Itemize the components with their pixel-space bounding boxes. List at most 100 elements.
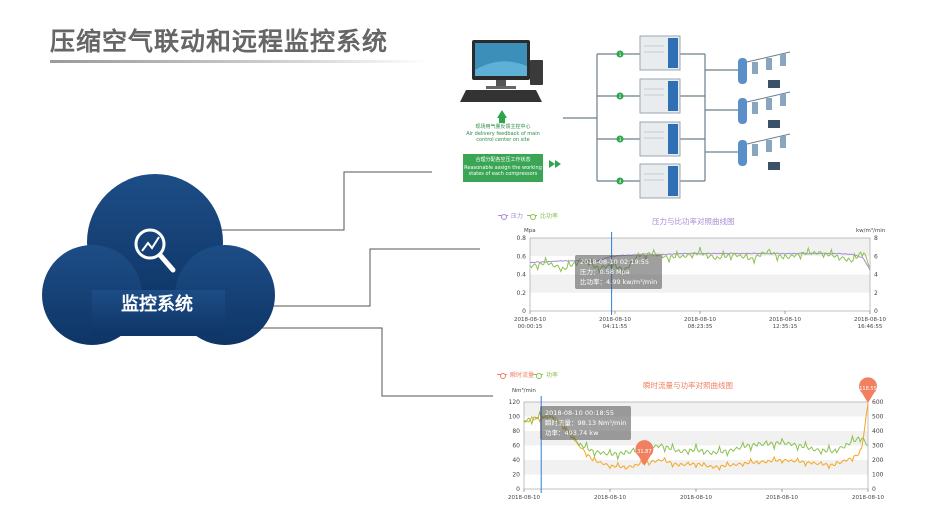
control-center-caption-cn: 现场用气量反馈主控中心 bbox=[475, 124, 531, 130]
value-marker-pin bbox=[859, 377, 877, 404]
control-center-caption-en-2: control center on site bbox=[476, 137, 530, 143]
compressor-number: 2 bbox=[619, 94, 622, 100]
y-tick-left: 0.2 bbox=[516, 290, 526, 297]
grid-band bbox=[530, 292, 870, 311]
y-tick-left: 40 bbox=[512, 457, 520, 464]
monitor-icon bbox=[460, 40, 543, 102]
allocation-caption-en-1: Reasonable assign the working bbox=[464, 165, 542, 171]
compressor-icon bbox=[639, 121, 681, 157]
x-tick-label: 2018-08-10 bbox=[769, 317, 801, 323]
allocation-panel bbox=[463, 154, 543, 182]
value-marker-label: 118.55 bbox=[859, 386, 877, 392]
chart2-tooltip: 2018-08-10 00:18:55 瞬时流量：98.13 Nm³/min 功… bbox=[540, 406, 632, 440]
y-tick-right: 300 bbox=[872, 443, 884, 450]
chart1-ylabel-right: kw/m³/min bbox=[856, 228, 886, 234]
compressor-icon bbox=[639, 163, 681, 199]
compressor-icon bbox=[639, 78, 681, 114]
compressor-number: 3 bbox=[619, 137, 622, 143]
compressor-units bbox=[639, 35, 681, 199]
chart1-tooltip: 2018-08-10 02:19:55 压力：0.58 Mpa 比功率：4.99… bbox=[575, 255, 663, 289]
y-tick-right: 2 bbox=[874, 290, 878, 297]
value-marker-label: 31.87 bbox=[637, 449, 651, 455]
y-tick-left: 100 bbox=[509, 414, 521, 421]
x-tick-label: 2018-08-10 bbox=[766, 495, 798, 501]
compressor-icon bbox=[639, 35, 681, 71]
x-tick-label: 2018-08-10 bbox=[852, 495, 884, 501]
magnifier-chart-icon bbox=[134, 228, 176, 273]
legend-line-icon bbox=[533, 372, 543, 379]
chart1-legend-label: 比功率 bbox=[540, 213, 559, 220]
x-tick-label: 2018-08-10 bbox=[680, 495, 712, 501]
tooltip-time: 2018-08-10 02:19:55 bbox=[580, 258, 650, 266]
connector-to-pressure-chart bbox=[272, 248, 480, 307]
y-tick-right: 4 bbox=[874, 272, 878, 279]
y-tick-right: 400 bbox=[872, 428, 884, 435]
allocation-caption-en-2: states of each compressors bbox=[468, 171, 538, 177]
chart2-legend-flow[interactable]: 瞬时流量 bbox=[497, 370, 534, 379]
x-tick-label: 04:11:55 bbox=[603, 324, 628, 330]
x-tick-label: 08:23:35 bbox=[688, 324, 713, 330]
y-tick-right: 600 bbox=[872, 399, 884, 406]
cloud-label: 监控系统 bbox=[121, 294, 193, 315]
tooltip-line-1: 压力：0.58 Mpa bbox=[580, 268, 630, 276]
control-center-caption-en-1: Air delivery feedback of main bbox=[466, 131, 540, 137]
y-tick-right: 100 bbox=[872, 472, 884, 479]
legend-line-icon bbox=[497, 372, 507, 379]
x-tick-label: 2018-08-10 bbox=[599, 317, 631, 323]
y-tick-right: 8 bbox=[874, 235, 878, 242]
air-tank-icon bbox=[738, 91, 791, 128]
y-tick-left: 0 bbox=[522, 308, 526, 315]
series-line-1 bbox=[523, 403, 869, 472]
series-line-2 bbox=[523, 410, 869, 462]
y-tick-right: 500 bbox=[872, 414, 884, 421]
right-arrow-icon bbox=[549, 160, 561, 168]
x-tick-label: 12:35:15 bbox=[773, 324, 798, 330]
y-tick-right: 0 bbox=[872, 486, 876, 493]
chart2-legend-label: 功率 bbox=[546, 372, 559, 379]
chart2-ylabel-left: Nm³/min bbox=[512, 388, 536, 394]
y-tick-right: 0 bbox=[874, 308, 878, 315]
y-tick-left: 0.6 bbox=[516, 253, 526, 260]
y-tick-right: 6 bbox=[874, 253, 878, 260]
tooltip-time: 2018-08-10 00:18:55 bbox=[545, 409, 615, 417]
y-tick-left: 80 bbox=[512, 428, 520, 435]
y-tick-left: 20 bbox=[512, 472, 520, 479]
connector-to-flow-chart bbox=[260, 327, 493, 397]
air-tank-icon bbox=[738, 133, 791, 170]
legend-line-icon bbox=[527, 213, 537, 220]
chart2-legend-power[interactable]: 功率 bbox=[533, 370, 558, 379]
grid-band bbox=[524, 445, 868, 460]
up-arrow-icon bbox=[497, 110, 507, 123]
chart1-legend-label: 压力 bbox=[511, 213, 524, 220]
end-use-equipment bbox=[738, 51, 791, 170]
title-underline bbox=[50, 60, 432, 63]
x-tick-label: 2018-08-10 bbox=[594, 495, 626, 501]
y-tick-left: 0 bbox=[516, 486, 520, 493]
x-tick-label: 16:46:55 bbox=[858, 324, 883, 330]
x-tick-label: 2018-08-10 bbox=[854, 317, 886, 323]
value-marker-pin bbox=[635, 440, 654, 466]
tooltip-line-2: 比功率：4.99 kw/m³/min bbox=[580, 278, 658, 286]
y-tick-left: 0.8 bbox=[516, 235, 526, 242]
chart1-legend-pressure[interactable]: 压力 bbox=[498, 211, 523, 220]
chart1-ylabel-left: Mpa bbox=[524, 228, 536, 234]
grid-band bbox=[524, 474, 868, 489]
compressor-number-dots: 1 2 3 4 bbox=[616, 50, 624, 185]
legend-line-icon bbox=[498, 213, 508, 220]
connector-to-network bbox=[222, 171, 432, 231]
y-tick-left: 0.4 bbox=[516, 272, 526, 279]
chart1-title: 压力与比功率对照曲线图 bbox=[652, 217, 735, 226]
x-tick-label: 2018-08-10 bbox=[514, 317, 546, 323]
tooltip-line-2: 功率：493.74 kw bbox=[545, 429, 599, 437]
x-tick-label: 2018-08-10 bbox=[684, 317, 716, 323]
tooltip-line-1: 瞬时流量：98.13 Nm³/min bbox=[545, 419, 627, 427]
chart1-legend-power[interactable]: 比功率 bbox=[527, 211, 558, 220]
y-tick-right: 200 bbox=[872, 457, 884, 464]
x-tick-label: 00:00:15 bbox=[518, 324, 543, 330]
y-tick-left: 60 bbox=[512, 443, 520, 450]
page-title: 压缩空气联动和远程监控系统 bbox=[50, 27, 389, 56]
